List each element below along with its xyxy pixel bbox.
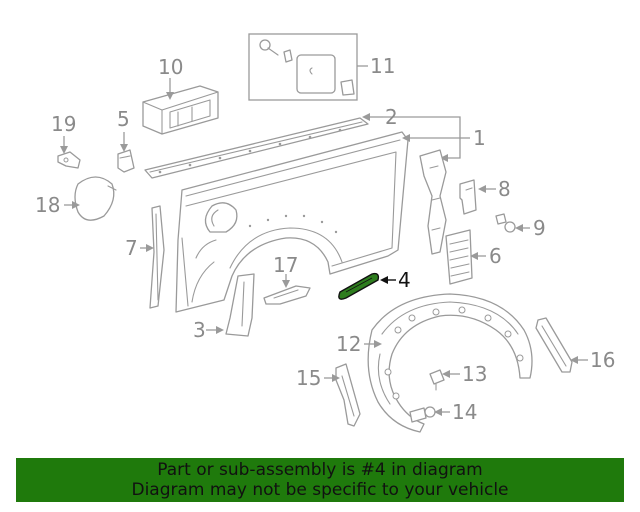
part-5-clip: [117, 132, 135, 173]
callout-2: 2: [385, 105, 398, 129]
part-18-fuel-door: [64, 176, 117, 221]
callout-3: 3: [193, 318, 206, 342]
callout-9: 9: [533, 216, 546, 240]
part-1-bed-side-panel: [175, 131, 409, 313]
callout-8: 8: [498, 177, 511, 201]
part-11-kit: [248, 33, 368, 101]
part-9-screw: [495, 213, 530, 233]
banner-line-part-info: Part or sub-assembly is #4 in diagram: [157, 460, 483, 480]
callout-1: 1: [473, 126, 486, 150]
callout-11: 11: [370, 54, 395, 78]
part-17-gasket: [263, 274, 311, 305]
callout-6: 6: [489, 244, 502, 268]
callout-18: 18: [35, 193, 60, 217]
part-10-bed-pocket: [142, 78, 219, 135]
part-11-clip-icon: [283, 49, 293, 63]
callout-10: 10: [158, 55, 183, 79]
callout-13: 13: [462, 362, 487, 386]
callout-15: 15: [296, 366, 321, 390]
part-7-strip: [140, 205, 165, 309]
part-11-cap-icon: [340, 79, 355, 96]
callout-19: 19: [51, 112, 76, 136]
part-2-bed-rail: [144, 113, 383, 179]
part-8-bracket: [459, 179, 496, 215]
part-15-bracket: [324, 363, 361, 427]
callout-17: 17: [273, 253, 298, 277]
info-banner: Part or sub-assembly is #4 in diagram Di…: [16, 458, 624, 502]
part-12-wheel-liner: [364, 293, 533, 433]
part-3-corner-piece: [206, 273, 255, 337]
callout-4: 4: [398, 268, 411, 292]
part-16-side-strip: [535, 317, 588, 373]
callout-14: 14: [452, 400, 477, 424]
part-11-lamp-icon: [296, 54, 336, 94]
banner-line-disclaimer: Diagram may not be specific to your vehi…: [131, 480, 509, 500]
part-1-inner-bracket: [419, 149, 447, 255]
part-19-latch: [57, 136, 81, 169]
callout-5: 5: [117, 107, 130, 131]
part-11-bolt-icon: [259, 39, 279, 56]
part-13-clip: [429, 369, 460, 391]
part-14-bolt: [409, 406, 450, 423]
callout-12: 12: [336, 332, 361, 356]
part-6-vent: [445, 229, 486, 285]
callout-7: 7: [125, 236, 138, 260]
part-4-highlighted-strip: [338, 272, 396, 300]
callout-16: 16: [590, 348, 615, 372]
